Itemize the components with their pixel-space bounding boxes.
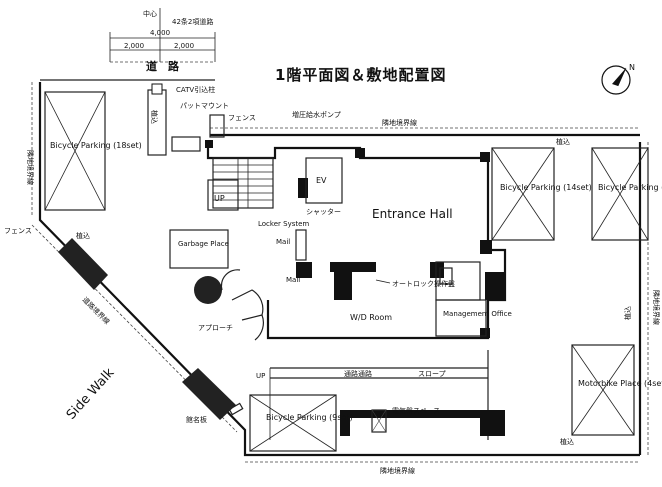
entrance-doors <box>231 289 264 341</box>
elevator: EV <box>305 157 343 204</box>
shutter-label: シャッター <box>306 207 341 216</box>
electric-panel-space: 電気盤スペース <box>340 406 505 436</box>
passage-label: 通路通路 <box>344 369 372 378</box>
locker-label: Locker System <box>258 220 309 228</box>
bicycle-14b-label: Bicycle Parking (14set) <box>598 183 662 192</box>
nameplate-icon <box>228 402 244 416</box>
planting-right-label: 植込 <box>623 306 632 320</box>
pump-label: 増圧給水ポンプ <box>292 110 341 119</box>
catv-pole: CATV引込柱 植込 <box>147 83 215 156</box>
fence-left-label: フェンス <box>4 227 32 235</box>
bicycle-9-label: Bicycle Parking (9set) <box>266 413 353 422</box>
pump-unit <box>209 114 225 138</box>
boundary-bottom-label: 隣地境界線 <box>380 466 415 475</box>
bicycle-parking-14a: Bicycle Parking (14set) <box>491 147 592 241</box>
pat-mount-label: パットマウント <box>180 102 229 110</box>
ev-label: EV <box>316 176 327 185</box>
planting-top-label: 植込 <box>556 137 570 146</box>
mail-box-unit <box>295 229 307 261</box>
compass-label: N <box>629 63 635 72</box>
entrance-hall-label: Entrance Hall <box>372 207 453 221</box>
catv-label: CATV引込柱 <box>176 85 215 94</box>
approach-label: アプローチ <box>198 324 233 332</box>
nameplate-label: 館名板 <box>186 415 207 424</box>
motorbike-place: Motorbike Place (4set) <box>571 344 662 436</box>
bicycle-14a-label: Bicycle Parking (14set) <box>500 183 592 192</box>
wd-room-label: W/D Room <box>350 313 392 322</box>
side-walk-label: Side Walk <box>64 365 118 422</box>
boundary-left-label: 隣地境界線 <box>26 150 35 185</box>
bicycle-parking-18: Bicycle Parking (18set) <box>44 91 142 211</box>
electric-space-label: 電気盤スペース <box>392 406 440 415</box>
mail-2-label: Mail <box>286 276 300 284</box>
up-main-label: UP <box>214 194 225 203</box>
boundary-diag-label: 道路境界線 <box>81 295 112 326</box>
management-label: Management Office <box>443 310 512 318</box>
dim-left: 2,000 <box>124 42 144 50</box>
garbage-label: Garbage Place <box>178 240 229 248</box>
fence-top-label: フェンス <box>228 114 256 122</box>
slope-label: スロープ <box>418 370 446 378</box>
up-stair-box <box>207 179 239 211</box>
garbage-place: Garbage Place <box>169 229 241 304</box>
planting-bottom-label: 植込 <box>560 437 574 446</box>
building-walls <box>205 140 507 340</box>
plan-title: 1階平面図＆敷地配置図 <box>275 66 446 84</box>
management-office: Management Office <box>435 261 512 337</box>
center-mark: 中心 <box>143 9 157 18</box>
road-dimension-block: 中心 42条2項道路 4,000 2,000 2,000 道 路 <box>40 8 216 81</box>
boundary-top-label: 隣地境界線 <box>382 118 417 127</box>
autolock-label: オートロック操作盤 <box>392 279 455 288</box>
dim-total: 4,000 <box>150 29 170 37</box>
planting-box-lower <box>182 368 236 420</box>
pad-mount-box <box>171 136 201 152</box>
planting-box-left <box>58 238 108 290</box>
bicycle-parking-14b: Bicycle Parking (14set) <box>591 147 662 241</box>
road-code: 42条2項道路 <box>172 17 213 26</box>
planting-box-label: 植込 <box>150 110 159 124</box>
dim-right: 2,000 <box>174 42 194 50</box>
planting-left-label: 植込 <box>76 231 90 240</box>
up-lower-label: UP <box>256 372 265 380</box>
north-compass-icon: N <box>601 63 635 95</box>
road-name: 道 路 <box>146 59 180 73</box>
bicycle-18-label: Bicycle Parking (18set) <box>50 141 142 150</box>
motorbike-label: Motorbike Place (4set) <box>578 379 662 388</box>
bicycle-parking-9: Bicycle Parking (9set) <box>249 394 353 452</box>
mail-1-label: Mail <box>276 238 290 246</box>
boundary-right-label: 隣地境界線 <box>652 290 661 325</box>
stair-area <box>212 157 274 209</box>
